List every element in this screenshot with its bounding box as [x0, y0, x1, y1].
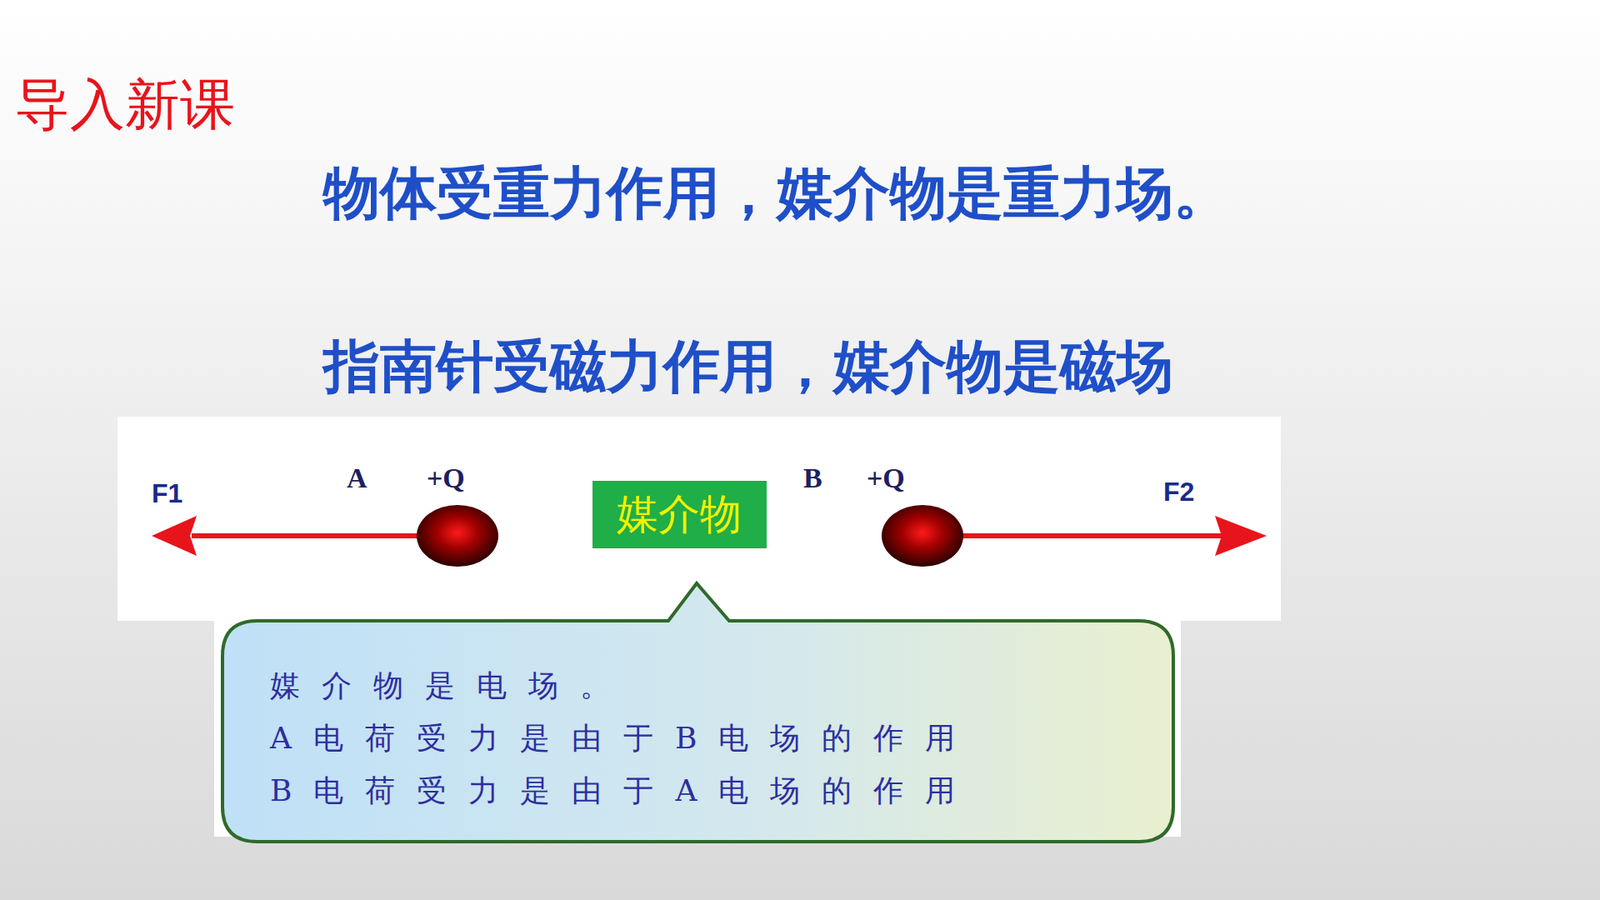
bubble-shape: [222, 583, 1174, 842]
charge-name: A: [346, 461, 368, 495]
arrowhead: [151, 515, 197, 556]
force-label: F1: [151, 476, 183, 510]
arrowhead: [1215, 515, 1267, 556]
bubble-text: 媒介物是电场。: [270, 667, 1140, 705]
charge-ball: [416, 505, 499, 567]
force-arrow-line: [958, 533, 1222, 539]
bubble-text: B电荷受力是由于A电场的作用: [270, 772, 1140, 810]
box-text: 媒介物: [616, 489, 742, 540]
charge-ball: [881, 505, 964, 567]
force-arrow-line: [191, 533, 425, 539]
slide-title: 导入新课: [15, 71, 235, 139]
charge-value: +Q: [866, 461, 905, 495]
charge-value: +Q: [426, 461, 465, 495]
intro-line: 物体受重力作用，媒介物是重力场。: [323, 151, 1249, 235]
intro-line: 指南针受磁力作用，媒介物是磁场: [323, 325, 1324, 409]
force-label: F2: [1163, 475, 1195, 509]
speech-bubble: 媒介物是电场。 A电荷受力是由于B电场的作用 B电荷受力是由于A电场的作用: [222, 620, 1174, 842]
bubble-text: A电荷受力是由于B电场的作用: [270, 720, 1140, 757]
medium-box: 媒介物: [592, 480, 767, 549]
charge-name: B: [803, 461, 823, 495]
